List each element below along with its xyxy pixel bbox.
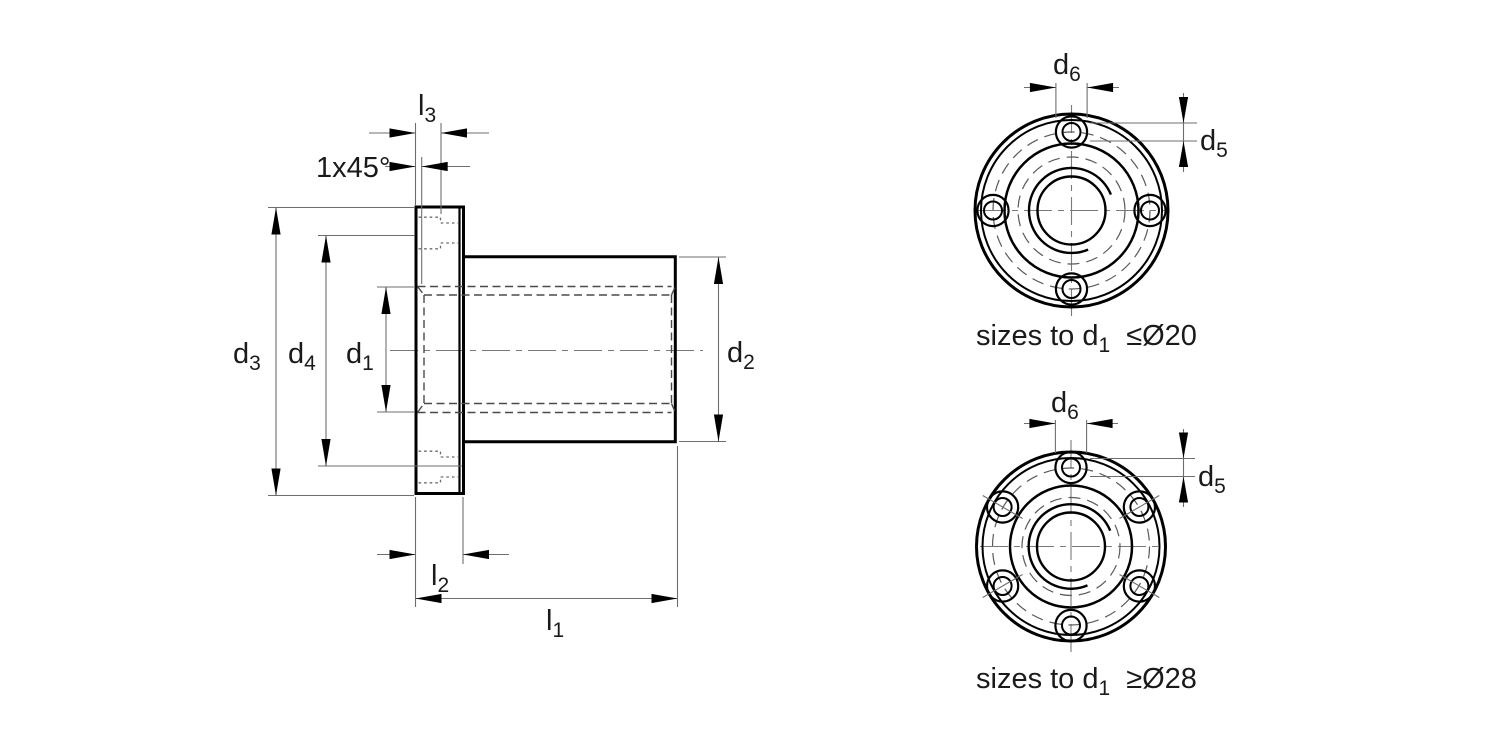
dim-d5-large: d5 [1090,429,1226,507]
label-chamfer: 1x45° [316,152,390,184]
dim-l1: l1 [414,446,679,642]
label-l3: l3 [418,90,436,127]
label-l2: l2 [431,560,449,597]
front-view-4-hole: d6 d5 sizes to d1≤Ø20 [973,49,1228,357]
dim-l3: l3 [369,90,489,214]
bolt-hole [976,193,1010,228]
hidden-bore-lines [416,285,676,414]
bolt-hole [1054,608,1088,643]
dim-d3: d3 [233,206,414,497]
label-d5-small: d5 [1200,125,1228,162]
dim-d6-small: d6 [1024,49,1119,118]
bolt-hole [985,569,1020,603]
dim-d6-large: d6 [1024,387,1118,453]
label-d5-large: d5 [1198,461,1226,498]
dim-d4: d4 [288,234,462,467]
label-d6-large: d6 [1051,387,1079,424]
bolt-hole [1054,272,1089,306]
bolt-holes-small [976,115,1167,306]
bolt-hole [1122,569,1157,603]
dim-d2: d2 [679,256,755,443]
label-d1: d1 [346,338,374,375]
inner-dashed-circle-small [1017,156,1126,265]
bore-circles-large [1027,503,1112,590]
flange-hole-hidden-lines [418,216,458,484]
bolt-hole [1054,115,1089,149]
bore-circles-small [1027,166,1113,255]
dim-l2: l2 [377,497,509,597]
bolt-circle-large [991,467,1151,626]
flange-circles-small [973,112,1170,309]
dim-chamfer: 1x45° [316,152,470,284]
bolt-holes-large [985,450,1157,643]
label-l1: l1 [546,605,564,642]
bolt-circle-small [992,131,1151,290]
bolt-hole [985,490,1020,524]
bolt-hole [1133,193,1167,228]
bolt-hole [1054,450,1088,485]
body-outline [463,255,677,444]
label-d3: d3 [233,338,261,375]
front-view-6-hole: d6 d5 sizes to d1≥Ø28 [975,387,1226,700]
dim-d1: d1 [346,286,414,413]
dim-d5-small: d5 [1090,93,1228,172]
inner-dashed-circle-large [1021,496,1121,597]
label-d2: d2 [727,337,755,374]
side-view-section: d3 d4 d1 d2 [233,90,755,642]
hole-radial-ticks [982,495,1160,598]
label-d6-small: d6 [1053,49,1081,86]
bolt-hole [1122,490,1157,524]
flange-outline [414,205,465,495]
label-d4: d4 [288,338,316,375]
caption-small: sizes to d1≤Ø20 [976,320,1197,357]
caption-large: sizes to d1≥Ø28 [976,663,1197,700]
